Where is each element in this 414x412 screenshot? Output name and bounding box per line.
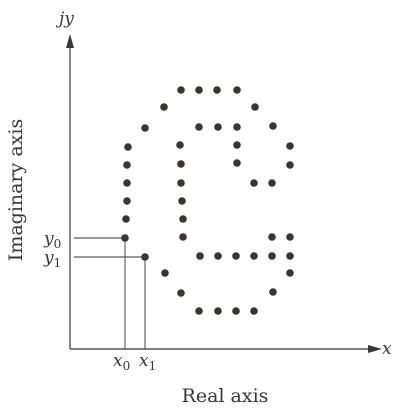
vertical-axis-variable: jy <box>55 9 74 29</box>
boundary-dot <box>176 141 184 149</box>
boundary-dot <box>286 161 294 169</box>
imaginary-axis-title: Imaginary axis <box>5 119 27 261</box>
boundary-dot <box>177 160 185 168</box>
boundary-dot <box>214 252 222 260</box>
boundary-dot <box>122 215 130 223</box>
boundary-dot <box>121 234 129 242</box>
boundary-dot <box>123 197 131 205</box>
boundary-dot <box>250 252 258 260</box>
boundary-dot <box>177 86 185 94</box>
boundary-dot <box>179 233 187 241</box>
boundary-dot <box>195 86 203 94</box>
boundary-dot <box>232 252 240 260</box>
x1-label: x1 <box>139 351 156 373</box>
boundary-dot <box>286 269 294 277</box>
boundary-dot <box>251 103 259 111</box>
real-axis-title: Real axis <box>182 385 269 407</box>
boundary-dot <box>141 253 149 261</box>
boundary-dot <box>268 179 276 187</box>
boundary-dot <box>269 122 277 130</box>
y1-label: y1 <box>43 248 61 270</box>
vertical-axis-arrow <box>66 34 74 48</box>
boundary-dot <box>250 179 258 187</box>
boundary-dot <box>233 159 241 167</box>
boundary-dot <box>286 252 294 260</box>
boundary-dots <box>121 86 294 315</box>
boundary-dot <box>269 288 277 296</box>
boundary-dot <box>232 307 240 315</box>
boundary-dot <box>123 179 131 187</box>
boundary-dot <box>268 252 276 260</box>
boundary-dot <box>213 86 221 94</box>
boundary-dot <box>268 233 276 241</box>
boundary-dot <box>286 142 294 150</box>
horizontal-axis-arrow <box>368 345 382 353</box>
boundary-dot <box>195 307 203 315</box>
boundary-dot <box>177 289 185 297</box>
x0-label: x0 <box>113 351 130 373</box>
boundary-dot <box>233 86 241 94</box>
boundary-dot <box>196 252 204 260</box>
boundary-dot <box>124 143 132 151</box>
boundary-dot <box>250 307 258 315</box>
boundary-dot <box>286 233 294 241</box>
boundary-dot <box>177 179 185 187</box>
horizontal-axis-variable: x <box>382 339 392 359</box>
boundary-dot <box>233 123 241 131</box>
boundary-dot <box>214 123 222 131</box>
y0-label: y0 <box>43 229 61 251</box>
boundary-dot <box>233 141 241 149</box>
boundary-dot <box>160 103 168 111</box>
boundary-dot <box>161 269 169 277</box>
boundary-dot <box>123 161 131 169</box>
boundary-dot <box>214 307 222 315</box>
boundary-dot <box>141 124 149 132</box>
boundary-dot <box>179 215 187 223</box>
boundary-dot <box>195 123 203 131</box>
boundary-dot <box>178 197 186 205</box>
